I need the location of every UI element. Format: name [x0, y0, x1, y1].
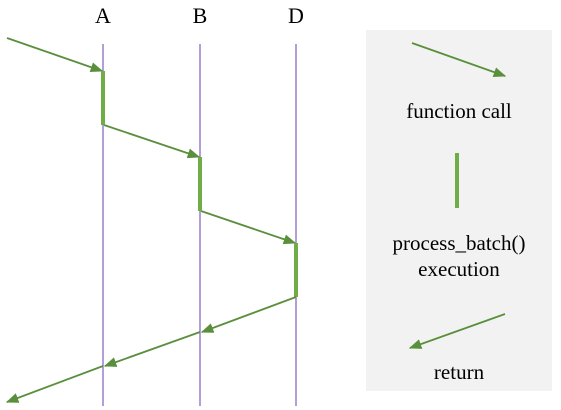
legend: function call process_batch() execution …: [366, 30, 552, 391]
call-arrow-into-a: [6, 37, 104, 73]
legend-return-label: return: [434, 360, 485, 384]
call-arrow-b-to-d: [200, 210, 297, 245]
legend-background: [366, 30, 552, 391]
return-arrow-b-to-a: [103, 331, 201, 367]
legend-call-arrow-icon: [411, 42, 507, 77]
return-arrow-d-to-b: [200, 296, 297, 333]
legend-call-label: function call: [406, 99, 512, 123]
legend-execution-label-line2: execution: [418, 257, 500, 281]
column-label-b: B: [193, 3, 208, 28]
call-arrow-a-to-b: [103, 124, 201, 159]
legend-return-arrow-icon: [408, 313, 506, 349]
column-label-a: A: [95, 3, 111, 28]
return-arrow-out-of-a: [5, 365, 104, 403]
legend-execution-label-line1: process_batch(): [393, 231, 526, 255]
column-label-d: D: [288, 3, 304, 28]
